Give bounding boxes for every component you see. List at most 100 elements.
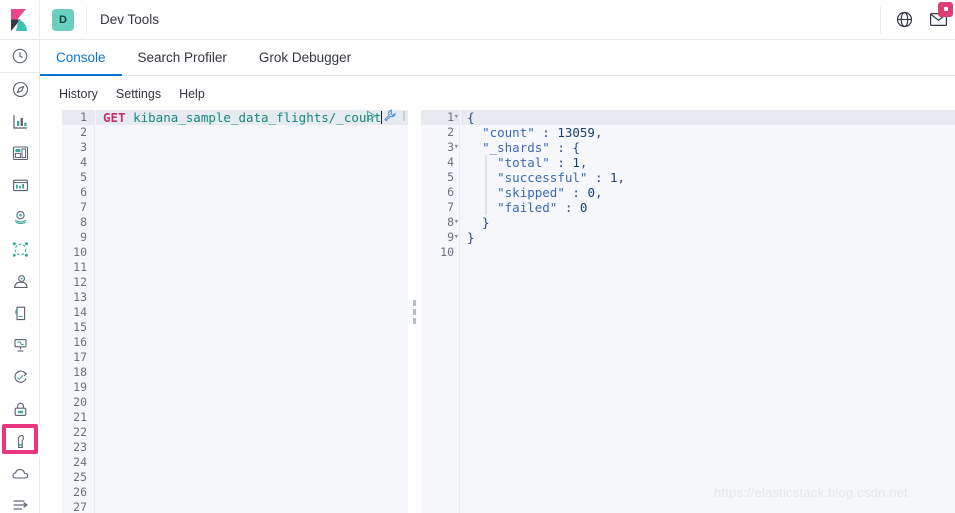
editor-line-number: 3 bbox=[80, 140, 87, 154]
http-method-token: GET bbox=[103, 110, 126, 125]
submenu-item-help[interactable]: Help bbox=[179, 86, 205, 101]
collapse-arrow-icon bbox=[13, 500, 28, 510]
header-badge-divider bbox=[86, 6, 87, 33]
output-code-area: { "count" : 13059, "_shards" : { │ "tota… bbox=[461, 110, 955, 513]
siem-lock-icon bbox=[14, 402, 26, 416]
output-code-line: "count" : 13059, bbox=[482, 125, 603, 140]
output-code-line: │ "skipped" : 0, bbox=[482, 185, 603, 200]
output-line-number: 7 bbox=[447, 200, 454, 214]
sidebar-item-siem[interactable] bbox=[0, 393, 40, 425]
tab-grok-debugger[interactable]: Grok Debugger bbox=[258, 50, 352, 65]
editor-line-number: 21 bbox=[73, 410, 87, 424]
output-code-line: } bbox=[467, 215, 490, 230]
editor-line-number: 8 bbox=[80, 215, 87, 229]
kibana-home-button[interactable] bbox=[0, 0, 40, 40]
tab-search-profiler[interactable]: Search Profiler bbox=[137, 50, 227, 65]
apm-monitor-icon bbox=[13, 338, 27, 352]
output-line-number: 2 bbox=[447, 125, 454, 139]
recently-viewed-clock-icon bbox=[12, 48, 28, 64]
sidebar-item-stack-monitoring[interactable] bbox=[0, 457, 40, 489]
output-code-line: "_shards" : { bbox=[482, 140, 580, 155]
sidebar-item-machine-learning[interactable] bbox=[0, 233, 40, 265]
editor-line-number: 18 bbox=[73, 365, 87, 379]
editor-line-number: 17 bbox=[73, 350, 87, 364]
output-code-line: { bbox=[461, 110, 955, 125]
top-header-bar: D Dev Tools bbox=[0, 0, 955, 40]
editor-line-number: 1 bbox=[62, 110, 94, 125]
submenu-item-settings[interactable]: Settings bbox=[115, 86, 162, 101]
editor-line-number: 5 bbox=[80, 170, 87, 184]
page-title: Dev Tools bbox=[100, 12, 160, 27]
globe-help-icon bbox=[896, 11, 912, 28]
news-feed-button[interactable] bbox=[921, 0, 955, 40]
editor-line-1[interactable]: GET kibana_sample_data_flights/_count bbox=[96, 110, 408, 125]
fold-toggle-icon[interactable]: ▾ bbox=[453, 112, 459, 122]
editor-line-number: 9 bbox=[80, 230, 87, 244]
fold-toggle-icon[interactable]: ▾ bbox=[453, 217, 459, 227]
app-badge: D bbox=[52, 8, 74, 31]
sidebar-item-discover[interactable] bbox=[0, 73, 40, 105]
visualize-chart-icon bbox=[12, 114, 27, 129]
sidebar-item-dashboard[interactable] bbox=[0, 137, 40, 169]
output-line-number: 9▾ bbox=[447, 230, 459, 244]
play-request-icon[interactable] bbox=[366, 109, 377, 127]
sidebar-item-recently-viewed[interactable] bbox=[0, 40, 40, 72]
output-line-number: 6 bbox=[447, 185, 454, 199]
editor-line-number: 11 bbox=[73, 260, 87, 274]
logs-page-icon bbox=[14, 306, 25, 320]
dev-tools-wrench-icon bbox=[17, 434, 24, 448]
request-options-wrench-icon[interactable] bbox=[383, 109, 396, 127]
output-code-line bbox=[461, 245, 955, 260]
editor-line-number: 4 bbox=[80, 155, 87, 169]
infrastructure-user-icon bbox=[13, 274, 28, 288]
editor-line-number: 7 bbox=[80, 200, 87, 214]
kibana-logo-icon bbox=[10, 8, 27, 31]
panel-resize-handle[interactable] bbox=[408, 110, 420, 513]
output-line-number: 10 bbox=[440, 245, 454, 259]
sidebar-divider bbox=[0, 72, 40, 73]
editor-line-number: 27 bbox=[73, 500, 87, 513]
discover-compass-icon bbox=[12, 81, 28, 97]
editor-line-number: 26 bbox=[73, 485, 87, 499]
monitoring-cloud-icon bbox=[11, 468, 28, 479]
help-button[interactable] bbox=[887, 0, 921, 40]
dashboard-icon bbox=[12, 145, 28, 160]
editor-line-number: 24 bbox=[73, 455, 87, 469]
editor-code-area[interactable]: GET kibana_sample_data_flights/_count bbox=[96, 110, 408, 513]
fold-toggle-icon[interactable]: ▾ bbox=[453, 142, 459, 152]
tab-console[interactable]: Console bbox=[40, 40, 122, 76]
editor-line-number: 15 bbox=[73, 320, 87, 334]
fold-toggle-icon[interactable]: ▾ bbox=[453, 232, 459, 242]
output-line-number: 4 bbox=[447, 155, 454, 169]
dev-tools-tabbar: Console Search Profiler Grok Debugger bbox=[40, 40, 955, 76]
sidebar-collapse-button[interactable] bbox=[0, 489, 40, 513]
more-actions-icon[interactable] bbox=[402, 109, 406, 127]
editor-line-number: 14 bbox=[73, 305, 87, 319]
sidebar-item-logs[interactable] bbox=[0, 297, 40, 329]
sidebar-item-dev-tools[interactable] bbox=[0, 424, 40, 457]
notification-badge bbox=[938, 1, 953, 17]
output-line-number: 8▾ bbox=[447, 215, 459, 229]
editor-line-number: 16 bbox=[73, 335, 87, 349]
submenu-item-history[interactable]: History bbox=[59, 86, 98, 101]
output-code-line: │ "successful" : 1, bbox=[482, 170, 626, 185]
editor-line-number: 19 bbox=[73, 380, 87, 394]
sidebar-item-uptime[interactable] bbox=[0, 361, 40, 393]
sidebar-item-maps[interactable] bbox=[0, 201, 40, 233]
editor-line-number: 13 bbox=[73, 290, 87, 304]
sidebar-item-visualize[interactable] bbox=[0, 105, 40, 137]
output-line-number: 1▾ bbox=[421, 110, 459, 125]
sidebar-item-apm[interactable] bbox=[0, 329, 40, 361]
editor-line-number: 20 bbox=[73, 395, 87, 409]
header-right-divider bbox=[880, 6, 881, 33]
sidebar-item-infrastructure[interactable] bbox=[0, 265, 40, 297]
uptime-icon bbox=[14, 370, 27, 383]
watermark-text: https://elasticstack.blog.csdn.net bbox=[714, 485, 908, 500]
left-nav-sidebar bbox=[0, 40, 40, 513]
sidebar-item-canvas[interactable] bbox=[0, 169, 40, 201]
